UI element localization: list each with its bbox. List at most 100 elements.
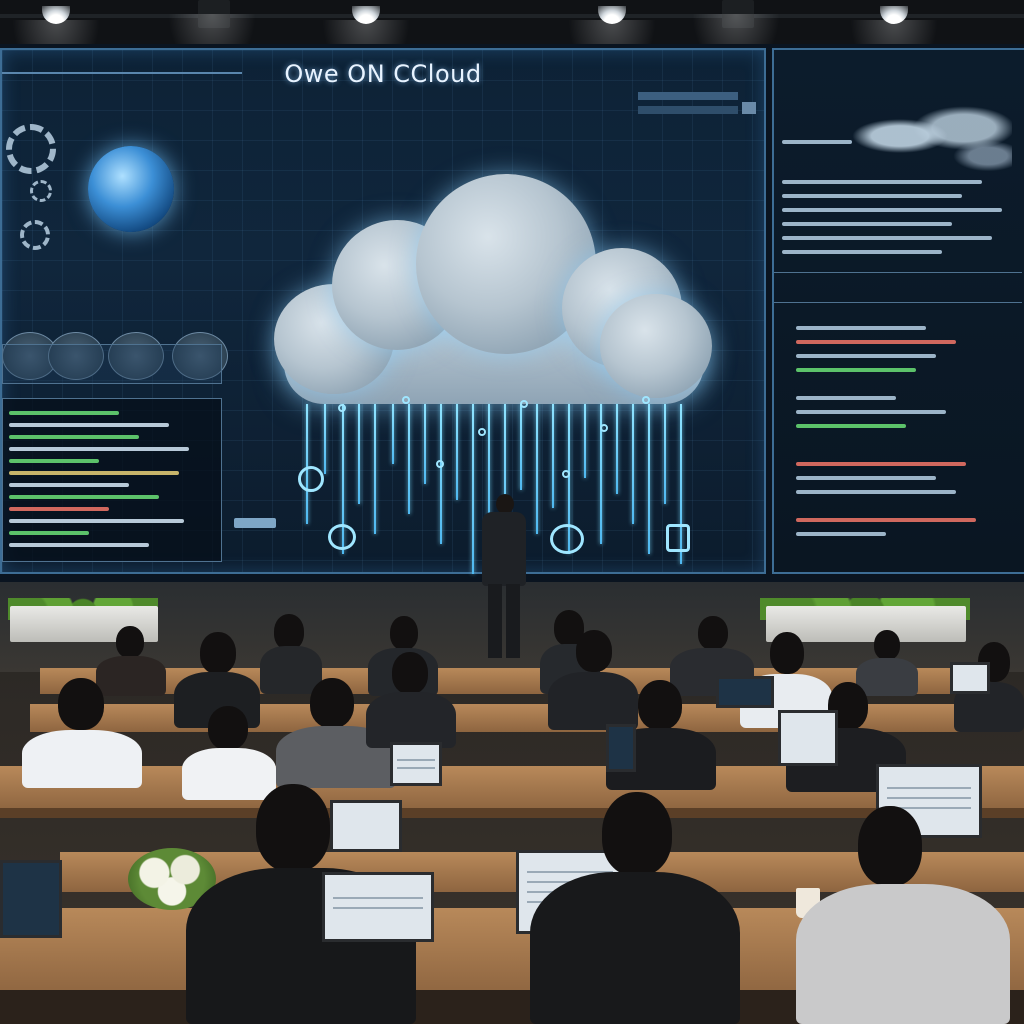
screen-line xyxy=(396,759,436,761)
data-strand xyxy=(392,404,394,464)
attendee xyxy=(366,652,456,748)
attendee xyxy=(260,614,322,694)
attendee-suit xyxy=(96,656,166,696)
data-strand xyxy=(600,404,602,544)
data-strand xyxy=(440,404,442,544)
attendee xyxy=(182,706,276,800)
attendee xyxy=(22,678,142,788)
data-strand xyxy=(374,404,376,534)
code-line xyxy=(796,424,906,428)
code-line xyxy=(782,140,852,144)
attendee-head xyxy=(310,678,354,728)
data-strand xyxy=(520,404,522,490)
laptop xyxy=(322,872,434,942)
data-strand xyxy=(472,404,474,574)
presenter xyxy=(480,494,528,662)
screen-line xyxy=(396,767,436,769)
attendee-head xyxy=(602,792,672,876)
lighting-rail xyxy=(0,14,1024,18)
code-line xyxy=(796,462,966,466)
display-toolbar xyxy=(638,92,738,100)
code-line xyxy=(782,222,952,226)
display-toolbar xyxy=(638,106,738,114)
data-strand xyxy=(306,404,308,524)
code-line xyxy=(796,340,956,344)
code-line xyxy=(796,396,896,400)
network-node xyxy=(478,428,486,436)
code-line xyxy=(9,435,139,439)
settings-gear-icon xyxy=(298,466,324,492)
data-strand xyxy=(342,404,344,554)
presenter-suit xyxy=(482,512,526,586)
attendee-head xyxy=(116,626,144,658)
laptop xyxy=(0,860,62,938)
code-line xyxy=(9,483,129,487)
code-line xyxy=(9,531,89,535)
presenter-legs xyxy=(488,584,520,658)
tablet xyxy=(606,724,636,772)
spotlight xyxy=(850,6,938,80)
attendee-head xyxy=(698,616,728,650)
gear-icon xyxy=(6,124,56,174)
spotlight xyxy=(322,6,410,80)
screen-line xyxy=(333,907,423,909)
code-line xyxy=(9,411,119,415)
table-edge xyxy=(0,808,1024,818)
data-strand xyxy=(616,404,618,494)
close-icon xyxy=(742,102,756,114)
data-strand xyxy=(680,404,682,564)
attendee xyxy=(856,630,918,696)
dashboard-icon xyxy=(108,332,164,380)
data-strand xyxy=(358,404,360,504)
attendee-head xyxy=(858,806,922,886)
attendee-head xyxy=(390,616,418,650)
attendee-head xyxy=(208,706,248,750)
attendee-suit xyxy=(530,872,740,1024)
attendee-head xyxy=(392,652,428,694)
laptop xyxy=(778,710,838,766)
code-line xyxy=(9,459,99,463)
info-panel xyxy=(2,344,222,384)
planter-box xyxy=(766,606,966,642)
laptop xyxy=(950,662,990,694)
data-strand xyxy=(488,404,490,524)
network-node xyxy=(520,400,528,408)
gear-icon xyxy=(30,180,52,202)
arrow-icon xyxy=(234,518,276,528)
code-line xyxy=(9,447,189,451)
code-line xyxy=(9,519,184,523)
data-strand xyxy=(408,404,410,514)
code-line xyxy=(782,250,942,254)
panel-divider xyxy=(774,302,1022,303)
network-hub-icon xyxy=(550,524,584,554)
data-strand xyxy=(424,404,426,484)
attendee-head xyxy=(274,614,304,650)
code-line xyxy=(782,208,1002,212)
data-strand xyxy=(632,404,634,524)
lock-icon xyxy=(666,524,690,552)
laptop xyxy=(716,676,774,708)
gear-icon xyxy=(20,220,50,250)
attendee-suit xyxy=(366,692,456,748)
attendee-shirt xyxy=(182,748,276,800)
screen-line xyxy=(887,807,971,809)
attendee-head xyxy=(874,630,900,660)
attendee-head xyxy=(638,680,682,730)
attendee-shirt xyxy=(22,730,142,788)
data-strand xyxy=(552,404,554,508)
data-strand xyxy=(536,404,538,534)
code-line xyxy=(796,518,976,522)
attendee-head xyxy=(256,784,330,872)
code-line xyxy=(782,236,992,240)
screen-line xyxy=(333,897,423,899)
projector-fixture xyxy=(168,0,256,74)
code-line xyxy=(796,476,936,480)
attendee-head xyxy=(58,678,104,730)
attendee-head xyxy=(200,632,236,674)
screen-line xyxy=(527,871,613,873)
attendee xyxy=(96,626,166,696)
attendee-suit xyxy=(856,658,918,696)
data-strand xyxy=(568,404,570,554)
attendee xyxy=(174,632,260,728)
network-node xyxy=(562,470,570,478)
